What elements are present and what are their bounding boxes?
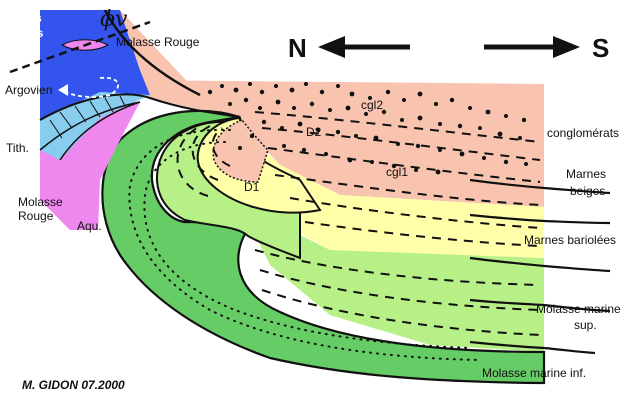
layer-conglomerats bbox=[130, 80, 544, 207]
label-argovien: Argovien bbox=[5, 83, 52, 97]
label-cgl1: cgl1 bbox=[386, 165, 408, 179]
layer-molasse-rouge-top bbox=[120, 10, 200, 95]
thrust-line bbox=[103, 9, 201, 97]
label-terres-noires-2: Noires bbox=[6, 26, 44, 40]
argovien-arrow-head bbox=[58, 84, 68, 96]
label-cgl2: cgl2 bbox=[361, 98, 383, 112]
layer-fold-salmon-core bbox=[212, 119, 269, 183]
label-molasse-marine-inf: Molasse marine inf. bbox=[482, 366, 586, 380]
strata-lines bbox=[469, 178, 611, 355]
phi-v-fault-line bbox=[9, 20, 151, 74]
dotted-fold-lines bbox=[128, 128, 481, 361]
fold-outer-boundary bbox=[39, 93, 241, 121]
label-molasse-rouge-left-1: Molasse bbox=[18, 195, 63, 209]
label-conglomerats: conglomérats bbox=[547, 126, 619, 140]
label-marnes-bariolees: Marnes bariolées bbox=[524, 233, 616, 247]
tith-boundary bbox=[39, 101, 141, 151]
label-marnes-beiges-1: Marnes bbox=[566, 167, 606, 181]
tithonique-ticks bbox=[49, 95, 127, 139]
layer-molasse-marine-sup bbox=[240, 205, 544, 352]
label-molasse-rouge-top: Molasse Rouge bbox=[116, 35, 200, 49]
label-molasse-marine-sup-2: sup. bbox=[574, 318, 597, 332]
compass: N S bbox=[288, 33, 609, 63]
north-label: N bbox=[288, 33, 307, 63]
label-phi-v: ϕv bbox=[100, 7, 128, 32]
label-d1: D1 bbox=[244, 180, 260, 194]
label-molasse-rouge-left-2: Rouge bbox=[18, 209, 54, 223]
label-terres-noires-1: Terres bbox=[6, 11, 42, 25]
south-label: S bbox=[592, 33, 609, 63]
credit-label: M. GIDON 07.2000 bbox=[22, 378, 125, 392]
label-marnes-beiges-2: beiges bbox=[570, 184, 605, 198]
label-d2: D2 bbox=[306, 125, 322, 139]
aqu-boundary bbox=[59, 101, 141, 161]
bedding-dashes bbox=[176, 111, 541, 336]
label-molasse-marine-sup-1: Molasse marine bbox=[536, 302, 621, 316]
layer-molasse-rouge-left bbox=[40, 102, 140, 230]
south-arrow-head bbox=[553, 36, 580, 58]
north-arrow-head bbox=[318, 36, 345, 58]
argovien-loop-arrow bbox=[61, 76, 120, 98]
label-aqu: Aqu. bbox=[77, 219, 102, 233]
layer-tithonique bbox=[40, 92, 150, 160]
label-tith: Tith. bbox=[6, 141, 29, 155]
layer-molasse-marine-inf bbox=[101, 109, 546, 385]
conglomerate-dots bbox=[207, 82, 528, 175]
